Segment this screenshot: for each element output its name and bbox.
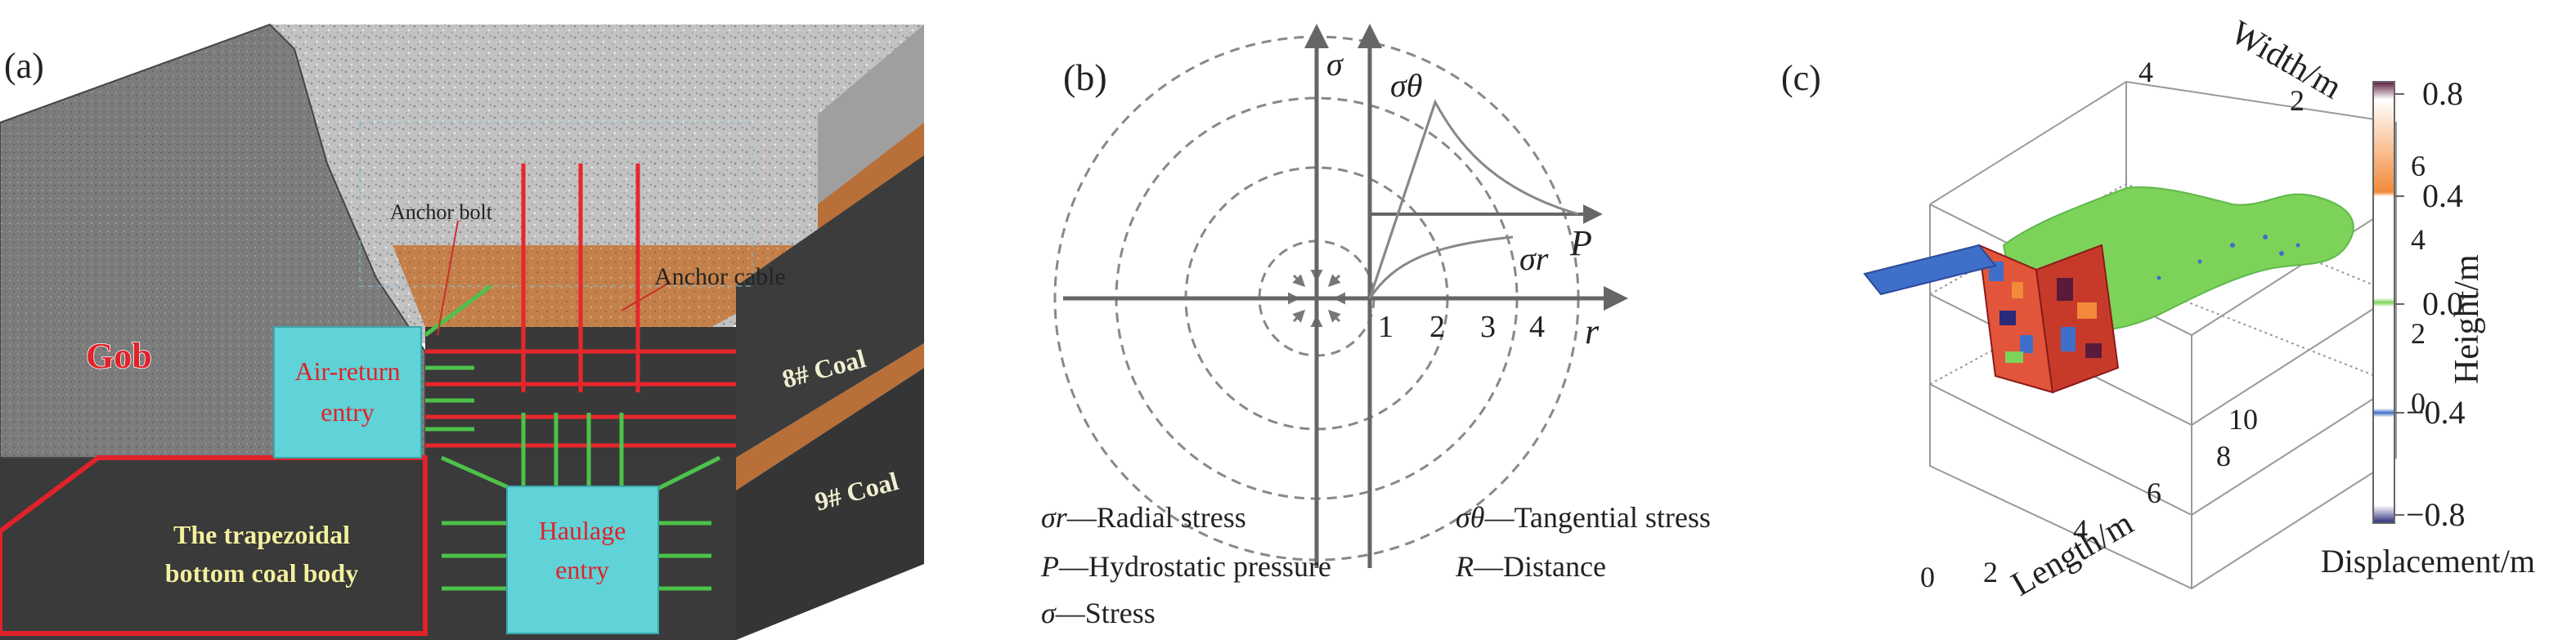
legend-item-stress: σ—Stress bbox=[1041, 597, 1156, 629]
panel-a-coal-mine-diagram: (a) Gob Air-return entry Haulage entry A… bbox=[0, 0, 924, 640]
coal-8-side bbox=[736, 155, 924, 458]
blue-bolt-arm bbox=[1863, 244, 1997, 296]
sigma-theta-line bbox=[1368, 101, 1437, 299]
panel-c-displacement-3d-plot: (c) bbox=[1775, 0, 2576, 640]
colorbar-tick-0-8: 0.8 bbox=[2422, 75, 2463, 112]
height-tick-4: 4 bbox=[2411, 223, 2426, 256]
length-tick-10: 10 bbox=[2228, 403, 2258, 436]
length-tick-8: 8 bbox=[2216, 440, 2231, 472]
colorbar-tick-0-4: 0.4 bbox=[2422, 177, 2463, 214]
legend-item-hydrostatic: P—Hydrostatic pressure bbox=[1040, 550, 1331, 583]
air-return-entry-box bbox=[273, 326, 422, 459]
height-tick-6: 6 bbox=[2411, 150, 2426, 182]
sigma-theta-label: σθ bbox=[1390, 67, 1422, 104]
trapezoid-label-1: The trapezoidal bbox=[173, 520, 350, 549]
sigma-theta-curve bbox=[1368, 99, 1579, 299]
guide-box bbox=[359, 122, 753, 287]
panel-c-label: (c) bbox=[1781, 58, 1821, 98]
width-axis-label: Width/m bbox=[2224, 14, 2348, 107]
anchor-cable-leader bbox=[621, 281, 671, 311]
trapezoid-outline bbox=[0, 455, 428, 636]
stress-distribution-diagram: (b) σ σθ σ bbox=[1040, 24, 1711, 629]
mine-3d-illustration: (a) Gob Air-return entry Haulage entry A… bbox=[0, 23, 924, 640]
blue-speckles bbox=[2156, 235, 2300, 280]
height-tick-2: 2 bbox=[2411, 317, 2426, 350]
width-tick-4: 4 bbox=[2138, 56, 2153, 88]
haulage-entry-box bbox=[506, 486, 659, 634]
colorbar bbox=[2372, 81, 2395, 524]
height-tick-0: 0 bbox=[2411, 387, 2426, 419]
trapezoid-label-2: bottom coal body bbox=[165, 558, 358, 588]
colorbar-tick-neg-0-4: −0.4 bbox=[2406, 394, 2466, 431]
haulage-label-1: Haulage bbox=[539, 516, 626, 545]
coal-9-side bbox=[736, 368, 924, 640]
rock-side-face bbox=[818, 25, 924, 229]
tick-3: 3 bbox=[1480, 310, 1496, 344]
sigma-r-curve bbox=[1368, 235, 1514, 299]
anchor-bolts bbox=[424, 284, 721, 591]
haulage-label-2: entry bbox=[555, 555, 609, 584]
colorbar-tick-0-0: 0.0 bbox=[2422, 285, 2463, 322]
length-tick-0: 0 bbox=[1920, 561, 1935, 593]
displacement-3d-plot: (c) bbox=[1781, 14, 2535, 604]
anchor-cables bbox=[425, 163, 736, 448]
sigma-axis-label: σ bbox=[1326, 46, 1344, 83]
legend: σr—Radial stress σθ—Tangential stress P—… bbox=[1040, 501, 1711, 629]
tick-4: 4 bbox=[1529, 310, 1545, 344]
air-return-label-2: entry bbox=[321, 397, 375, 427]
sigma-r-label: σr bbox=[1519, 240, 1549, 277]
gob-label: Gob bbox=[86, 336, 152, 376]
block-pattern bbox=[1989, 262, 2102, 363]
legend-item-tangential: σθ—Tangential stress bbox=[1456, 501, 1711, 534]
width-tick-2: 2 bbox=[2290, 84, 2304, 117]
anchor-bolt-leader bbox=[437, 220, 459, 336]
length-tick-2: 2 bbox=[1983, 556, 1998, 589]
length-tick-4: 4 bbox=[2073, 513, 2088, 546]
soil-side-face bbox=[818, 123, 924, 237]
colorbar-label: Displacement/m bbox=[2321, 543, 2535, 580]
lower-soil-side bbox=[736, 343, 924, 490]
air-return-label-1: Air-return bbox=[294, 356, 400, 386]
tick-2: 2 bbox=[1429, 310, 1445, 344]
legend-item-distance: R—Distance bbox=[1455, 550, 1606, 583]
legend-item-radial: σr—Radial stress bbox=[1041, 501, 1246, 534]
r-axis-label: r bbox=[1585, 311, 1600, 351]
panel-b-label: (b) bbox=[1063, 56, 1107, 98]
p-axis-label: P bbox=[1569, 223, 1592, 263]
tick-1: 1 bbox=[1378, 310, 1393, 344]
panel-b-stress-diagram: (b) σ σθ σ bbox=[924, 0, 1775, 640]
anchor-bolt-label: Anchor bolt bbox=[390, 200, 493, 224]
anchor-cable-label: Anchor cable bbox=[654, 263, 786, 290]
colorbar-tick-marks bbox=[2394, 93, 2404, 516]
height-axis-label: Height/m bbox=[2448, 254, 2486, 384]
length-tick-6: 6 bbox=[2147, 477, 2161, 509]
panel-a-label: (a) bbox=[4, 46, 44, 86]
colorbar-tick-neg-0-8: −0.8 bbox=[2406, 496, 2466, 533]
